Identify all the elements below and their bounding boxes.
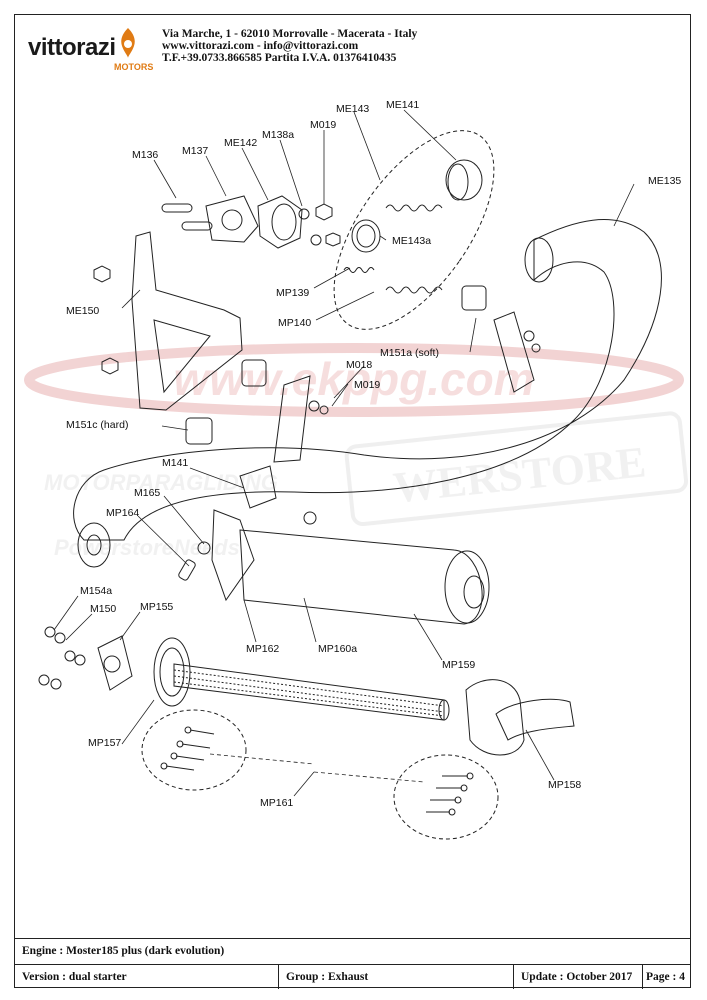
update-field: Update : October 2017 xyxy=(521,971,633,983)
part-mp160a-muffler xyxy=(239,529,483,625)
part-perforated-tube xyxy=(173,663,445,721)
part-label: MP164 xyxy=(106,507,139,519)
part-mp161-rivets xyxy=(160,726,474,816)
part-me142-manifold xyxy=(257,195,303,249)
leader-lines xyxy=(53,109,635,797)
part-m137-flange xyxy=(205,195,259,243)
part-label: MP159 xyxy=(442,659,475,671)
part-labels: ME143 ME141 M019 M138a ME142 M137 M136 M… xyxy=(66,99,681,809)
part-label: M137 xyxy=(182,145,208,157)
title-row-details: Version : dual starter Group : Exhaust U… xyxy=(14,964,691,989)
part-label: M151a (soft) xyxy=(380,347,439,359)
divider xyxy=(513,965,514,989)
brand-sub: MOTORS xyxy=(114,62,154,72)
part-label: MP155 xyxy=(140,601,173,613)
part-m141-bracket xyxy=(239,465,277,509)
title-block: Engine : Moster185 plus (dark evolution)… xyxy=(14,938,691,989)
part-label: MP160a xyxy=(318,643,357,655)
part-label: MP157 xyxy=(88,737,121,749)
exhaust-exploded-diagram: www.ekppg.com MOTORPARAGLIDING Powerstor… xyxy=(24,99,689,840)
brand-mark-icon xyxy=(121,28,135,58)
part-mp164-flange xyxy=(77,522,111,568)
engine-field: Engine : Moster185 plus (dark evolution) xyxy=(22,945,225,957)
version-field: Version : dual starter xyxy=(22,971,127,983)
rivet-group-outline-right xyxy=(393,754,499,840)
phone-vat-line: T.F.+39.0733.866585 Partita I.V.A. 01376… xyxy=(162,52,397,64)
page-field: Page : 4 xyxy=(646,971,685,983)
part-label: ME142 xyxy=(224,137,257,149)
address-line: Via Marche, 1 - 62010 Morrovalle - Macer… xyxy=(162,28,418,40)
part-label: M150 xyxy=(90,603,116,615)
part-m151c-silentblock xyxy=(185,285,487,445)
watermark-tagline-2: PowerstoreNeeds xyxy=(54,535,240,560)
divider xyxy=(278,965,279,989)
part-label: MP140 xyxy=(278,317,311,329)
part-label: M141 xyxy=(162,457,188,469)
part-mp140-spring xyxy=(385,286,443,294)
part-label: ME150 xyxy=(66,305,99,317)
contact-line: www.vittorazi.com - info@vittorazi.com xyxy=(162,40,359,52)
divider xyxy=(642,965,643,989)
part-m136-pins xyxy=(161,203,213,231)
watermark-url: www.ekppg.com xyxy=(173,353,534,405)
part-me150-bracket xyxy=(131,231,243,411)
part-mp158-endcap xyxy=(465,679,525,756)
part-m165-bolt xyxy=(211,509,255,602)
part-label: M151c (hard) xyxy=(66,419,128,431)
part-m154a-nuts xyxy=(38,626,86,690)
watermark: www.ekppg.com MOTORPARAGLIDING Powerstor… xyxy=(24,343,689,560)
part-m019-nut xyxy=(315,203,333,221)
part-me143-spring xyxy=(385,204,443,212)
group-field: Group : Exhaust xyxy=(286,971,369,983)
page-frame xyxy=(14,14,691,988)
part-label: M165 xyxy=(134,487,160,499)
watermark-tagline: MOTORPARAGLIDING xyxy=(44,470,278,495)
company-address: Via Marche, 1 - 62010 Morrovalle - Macer… xyxy=(162,28,417,64)
part-label: MP161 xyxy=(260,797,293,809)
part-label: M138a xyxy=(262,129,294,141)
part-label: ME141 xyxy=(386,99,419,111)
part-label: M019 xyxy=(310,119,336,131)
watermark-badge: WERSTORE xyxy=(391,437,648,512)
part-label: MP162 xyxy=(246,643,279,655)
part-mp155-endcap xyxy=(97,635,133,691)
part-label: MP158 xyxy=(548,779,581,791)
part-label: M018 xyxy=(346,359,372,371)
header: vittorazi MOTORS Via Marche, 1 - 62010 M… xyxy=(22,22,682,74)
rivet-group-outline-left xyxy=(141,709,247,791)
spring-group-outline xyxy=(333,130,495,330)
part-label: MP139 xyxy=(276,287,309,299)
part-me141-cap xyxy=(445,159,483,201)
part-label: ME135 xyxy=(648,175,681,187)
part-label: M019 xyxy=(354,379,380,391)
title-row-engine: Engine : Moster185 plus (dark evolution) xyxy=(14,938,691,964)
part-label: ME143 xyxy=(336,103,369,115)
part-label: M154a xyxy=(80,585,112,597)
part-me135-pipe xyxy=(73,219,662,541)
brand-logo: vittorazi xyxy=(28,34,116,61)
part-label: M136 xyxy=(132,149,158,161)
part-label: ME143a xyxy=(392,235,431,247)
